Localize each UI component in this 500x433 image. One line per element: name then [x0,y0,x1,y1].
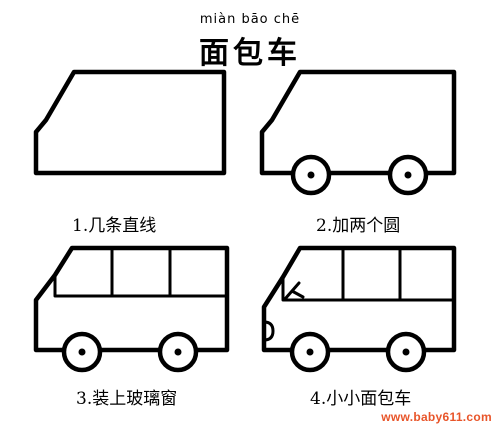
site-watermark: www.baby611.com [381,410,492,424]
step-3-van-with-windows [33,245,230,373]
front-wheel-hub [307,171,315,179]
step-4-finished-van [261,245,457,373]
step-4-label: 4.小小面包车 [310,389,412,409]
window-line [53,273,229,298]
van-body-outline [33,245,230,353]
page-title: 面包车 [199,36,301,71]
front-wheel-hub [306,348,314,356]
title-pinyin: miàn bāo chē [199,12,301,27]
front-wheel-hub [78,348,86,356]
rear-wheel-hub [174,348,182,356]
van-body-outline [33,69,227,176]
headlight [262,320,275,342]
windshield-wiper [283,281,305,301]
step-2-van-with-wheels [259,69,457,196]
step-1-van-outline [33,69,227,176]
step-1-label: 1.几条直线 [72,216,157,236]
van-body-outline [259,69,457,176]
step-3-label: 3.装上玻璃窗 [76,389,178,409]
rear-wheel-hub [402,348,410,356]
window-line [281,275,456,302]
rear-wheel-hub [404,171,412,179]
step-2-label: 2.加两个圆 [316,216,401,236]
